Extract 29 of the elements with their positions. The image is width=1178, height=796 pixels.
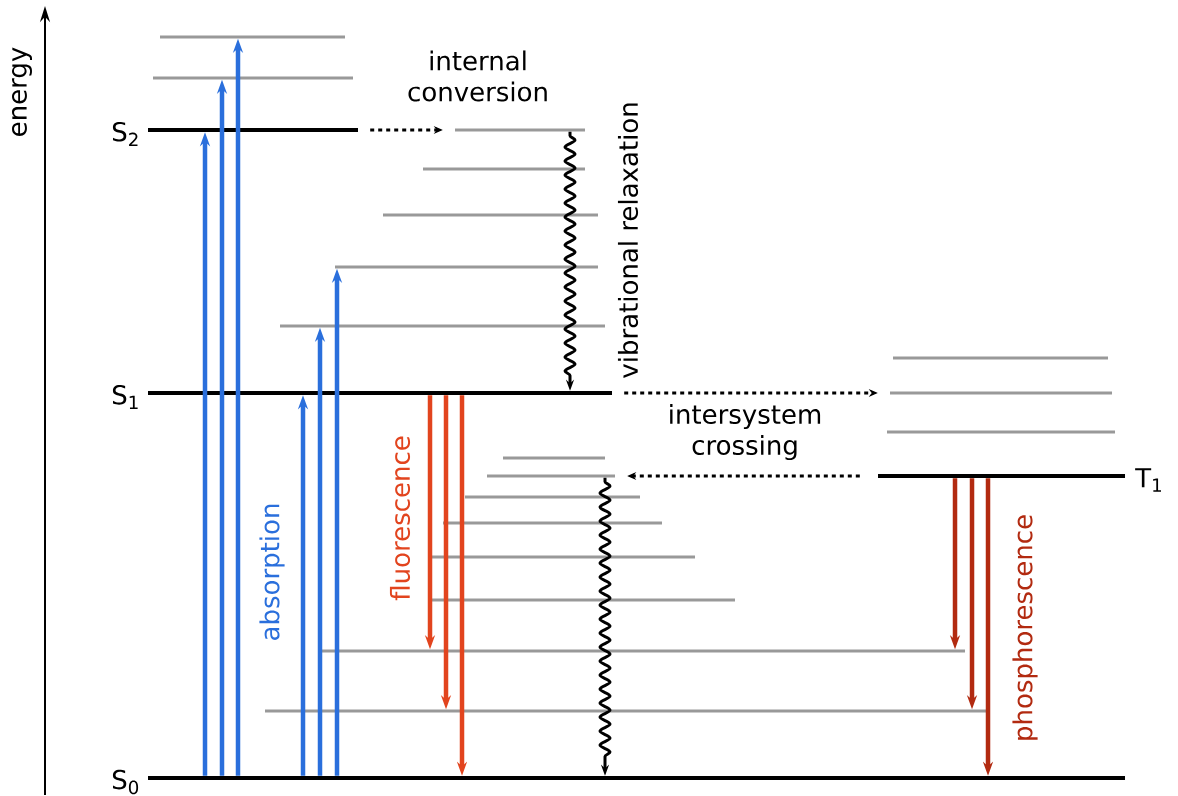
- vibrational-level: [160, 35, 345, 39]
- vibrational-level: [430, 555, 695, 559]
- vibrational-level: [335, 265, 598, 269]
- vibrational-level: [280, 324, 605, 328]
- process-label: internal conversion: [408, 50, 547, 102]
- vibrational-level: [320, 649, 965, 653]
- vibrational-level: [503, 456, 605, 460]
- level-label: T$_{1}$: [1135, 468, 1161, 492]
- process-label: phosphorescence: [1012, 515, 1038, 740]
- vibrational-level: [423, 167, 585, 171]
- level-label: S$_{2}$: [112, 121, 138, 147]
- process-label: energy: [12, 47, 32, 136]
- process-label: intersystem crossing: [670, 403, 821, 461]
- vibrational-level: [430, 598, 735, 602]
- level-label: S$_{0}$: [112, 769, 139, 795]
- vibrational-level: [893, 356, 1108, 360]
- vibrational-level: [153, 76, 353, 80]
- process-label: fluorescence: [389, 436, 411, 601]
- vibrational-level: [887, 430, 1115, 434]
- vibrational-level: [383, 213, 598, 217]
- process-label: vibrational relaxation: [617, 103, 639, 378]
- level-label: S$_{1}$: [112, 385, 138, 409]
- vibrational-level: [487, 474, 615, 478]
- vibrational-level: [465, 495, 640, 499]
- vibrational-level: [443, 521, 662, 525]
- vibrational-level: [265, 709, 988, 713]
- vibrational-level: [890, 391, 1112, 395]
- vibrational-level: [455, 128, 585, 132]
- process-label: absorption: [259, 504, 285, 640]
